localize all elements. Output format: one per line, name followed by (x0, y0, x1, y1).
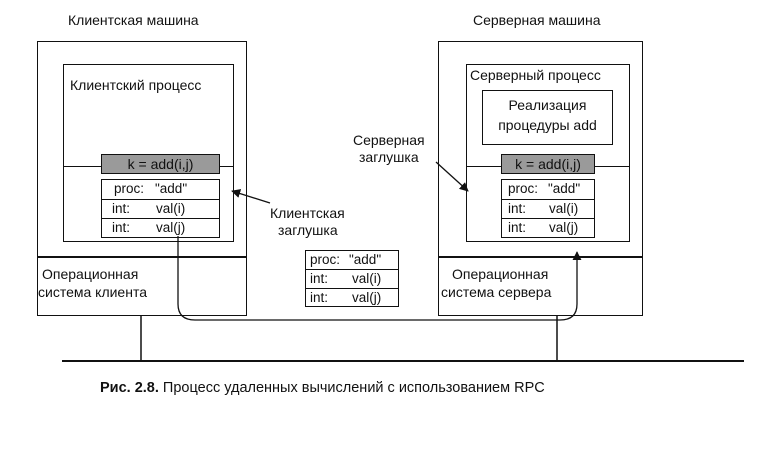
message-row-j: int: val(j) (306, 288, 398, 307)
param-value: val(j) (352, 290, 382, 305)
figure-caption: Рис. 2.8. Процесс удаленных вычислений с… (100, 380, 545, 396)
client-stub-message: proc: "add" int: val(i) int: val(j) (101, 179, 220, 238)
message-row-i: int: val(i) (306, 269, 398, 288)
client-call-highlight: k = add(i,j) (101, 154, 220, 174)
client-stub-pointer (231, 189, 271, 204)
server-call-highlight: k = add(i,j) (501, 154, 595, 174)
client-os-divider (37, 256, 247, 258)
int-type-label: int: (508, 220, 527, 235)
int-type-label: int: (112, 201, 131, 216)
client-machine-box (37, 41, 247, 316)
message-row-j: int: val(j) (102, 218, 219, 237)
server-process-title: Серверный процесс (470, 67, 601, 83)
proc-value: "add" (548, 181, 581, 196)
figure-caption-text: Процесс удаленных вычислений с использов… (158, 380, 545, 396)
message-row-proc: proc: "add" (102, 180, 219, 199)
param-value: val(j) (156, 220, 186, 235)
client-stub-label-line2: заглушка (278, 222, 338, 238)
proc-label: proc: (114, 181, 145, 196)
proc-label: proc: (508, 181, 539, 196)
proc-value: "add" (349, 252, 382, 267)
server-process-box (466, 64, 630, 242)
client-process-box (63, 64, 234, 242)
procedure-implementation-box (482, 90, 613, 145)
implementation-label-line2: процедуры add (498, 117, 597, 133)
server-machine-box (438, 41, 643, 316)
proc-label: proc: (310, 252, 341, 267)
server-stub-label-line2: заглушка (359, 149, 419, 165)
server-machine-title: Серверная машина (473, 12, 601, 28)
int-type-label: int: (310, 271, 329, 286)
param-value: val(j) (549, 220, 579, 235)
client-stub-label-line1: Клиентская (270, 205, 345, 221)
server-stub-pointer (435, 161, 469, 192)
client-os-label-line1: Операционная (42, 266, 139, 282)
network-message: proc: "add" int: val(i) int: val(j) (305, 250, 399, 307)
server-os-label-line1: Операционная (452, 266, 549, 282)
param-value: val(i) (352, 271, 382, 286)
implementation-label-line1: Реализация (508, 97, 587, 113)
server-stub-message: proc: "add" int: val(i) int: val(j) (501, 179, 595, 238)
client-os-label-line2: система клиента (38, 284, 147, 300)
param-value: val(i) (549, 201, 579, 216)
client-process-title: Клиентский процесс (70, 77, 202, 93)
message-row-i: int: val(i) (102, 199, 219, 218)
message-row-proc: proc: "add" (306, 251, 398, 270)
message-row-proc: proc: "add" (502, 180, 594, 199)
message-row-i: int: val(i) (502, 199, 594, 218)
int-type-label: int: (310, 290, 329, 305)
param-value: val(i) (156, 201, 186, 216)
server-os-divider (438, 256, 643, 258)
server-stub-label-line1: Серверная (353, 132, 425, 148)
figure-caption-prefix: Рис. 2.8. (100, 380, 159, 396)
int-type-label: int: (112, 220, 131, 235)
proc-value: "add" (155, 181, 188, 196)
message-path (177, 236, 582, 321)
int-type-label: int: (508, 201, 527, 216)
server-os-label-line2: система сервера (441, 284, 552, 300)
client-machine-title: Клиентская машина (68, 12, 199, 28)
message-row-j: int: val(j) (502, 218, 594, 237)
